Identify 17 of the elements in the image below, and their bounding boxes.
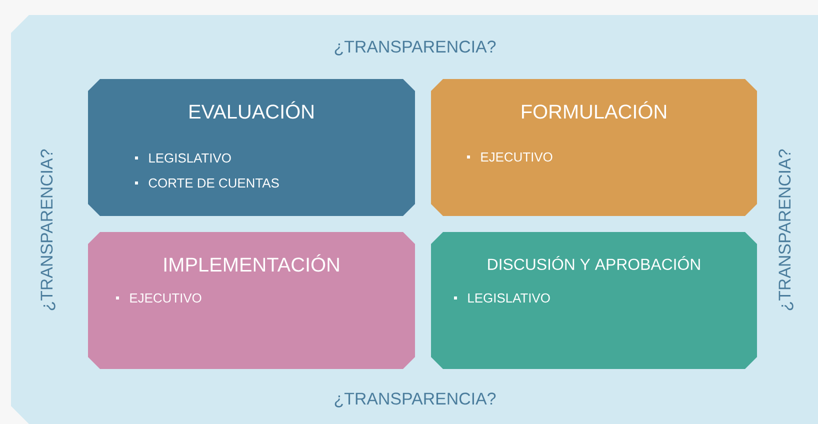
stage-heading: IMPLEMENTACIÓN: [164, 254, 339, 272]
bullet-item: EJECUTIVO: [116, 293, 202, 303]
stage-heading: DISCUSIÓN Y APROBACIÓN: [488, 256, 700, 270]
stage-box: [88, 79, 415, 216]
stage-heading: FORMULACIÓN: [522, 101, 666, 119]
stage-box: [431, 232, 757, 369]
side-label: ¿TRANSPARENCIA?: [334, 40, 496, 56]
stage-box: [88, 232, 415, 369]
stage-box: [431, 79, 757, 216]
side-label: ¿TRANSPARENCIA?: [40, 149, 56, 310]
bullet-item: CORTE DE CUENTAS: [135, 178, 279, 188]
bullet-item: LEGISLATIVO: [454, 293, 550, 303]
bullet-item: EJECUTIVO: [467, 152, 552, 162]
stage-heading: EVALUACIÓN: [190, 101, 314, 119]
bullet-item: LEGISLATIVO: [135, 153, 231, 163]
side-label: ¿TRANSPARENCIA?: [778, 149, 794, 310]
side-label: ¿TRANSPARENCIA?: [334, 392, 496, 408]
